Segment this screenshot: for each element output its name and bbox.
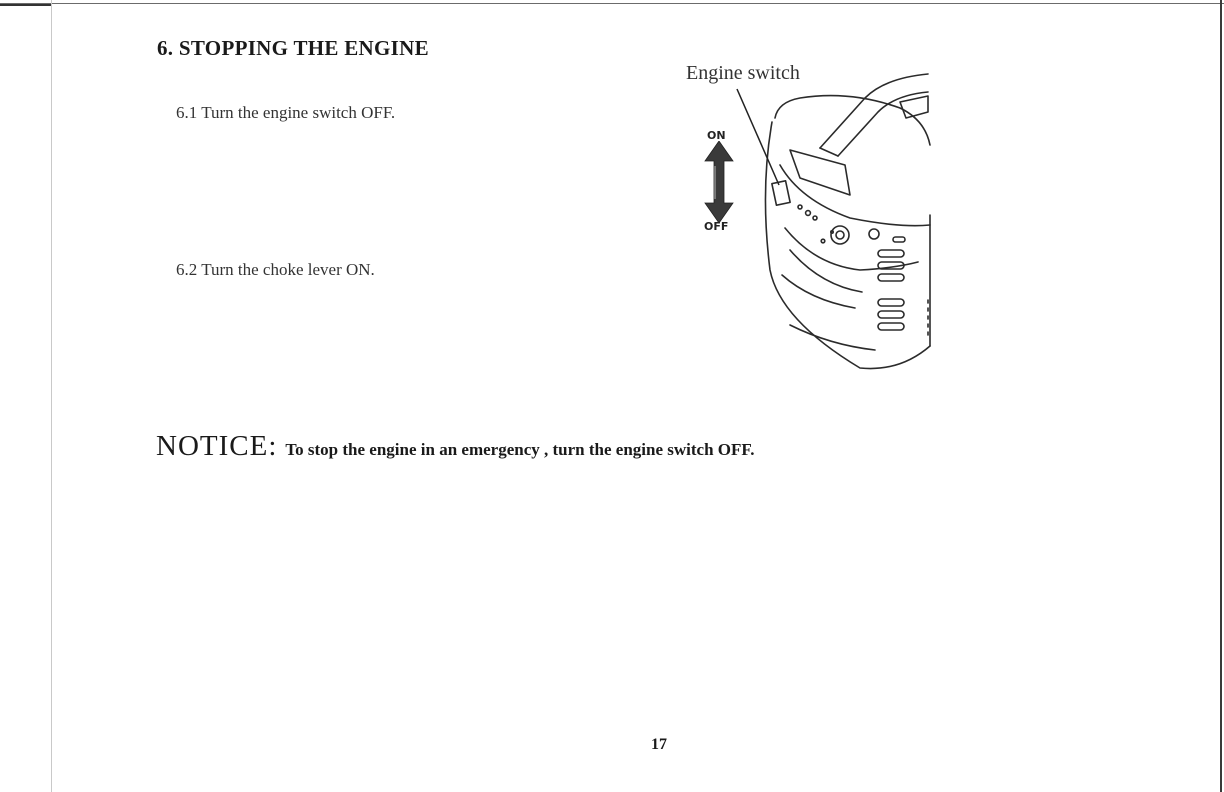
page-number: 17 [651,736,667,754]
step-6-2: 6.2 Turn the choke lever ON. [176,260,375,280]
scan-edge-left [51,0,52,792]
notice: NOTICE: To stop the engine in an emergen… [156,430,754,463]
scan-edge-right [1220,0,1222,792]
double-arrow-icon [702,141,736,223]
notice-label: NOTICE: [156,430,277,462]
scan-edge-mark [0,4,52,6]
engine-switch-label: Engine switch [686,62,800,85]
notice-text: To stop the engine in an emergency , tur… [285,440,754,459]
switch-on-label: ON [707,129,726,142]
scan-edge-top [0,3,1224,4]
step-6-1: 6.1 Turn the engine switch OFF. [176,103,395,123]
switch-off-label: OFF [704,220,728,233]
section-title: 6. STOPPING THE ENGINE [157,36,429,61]
